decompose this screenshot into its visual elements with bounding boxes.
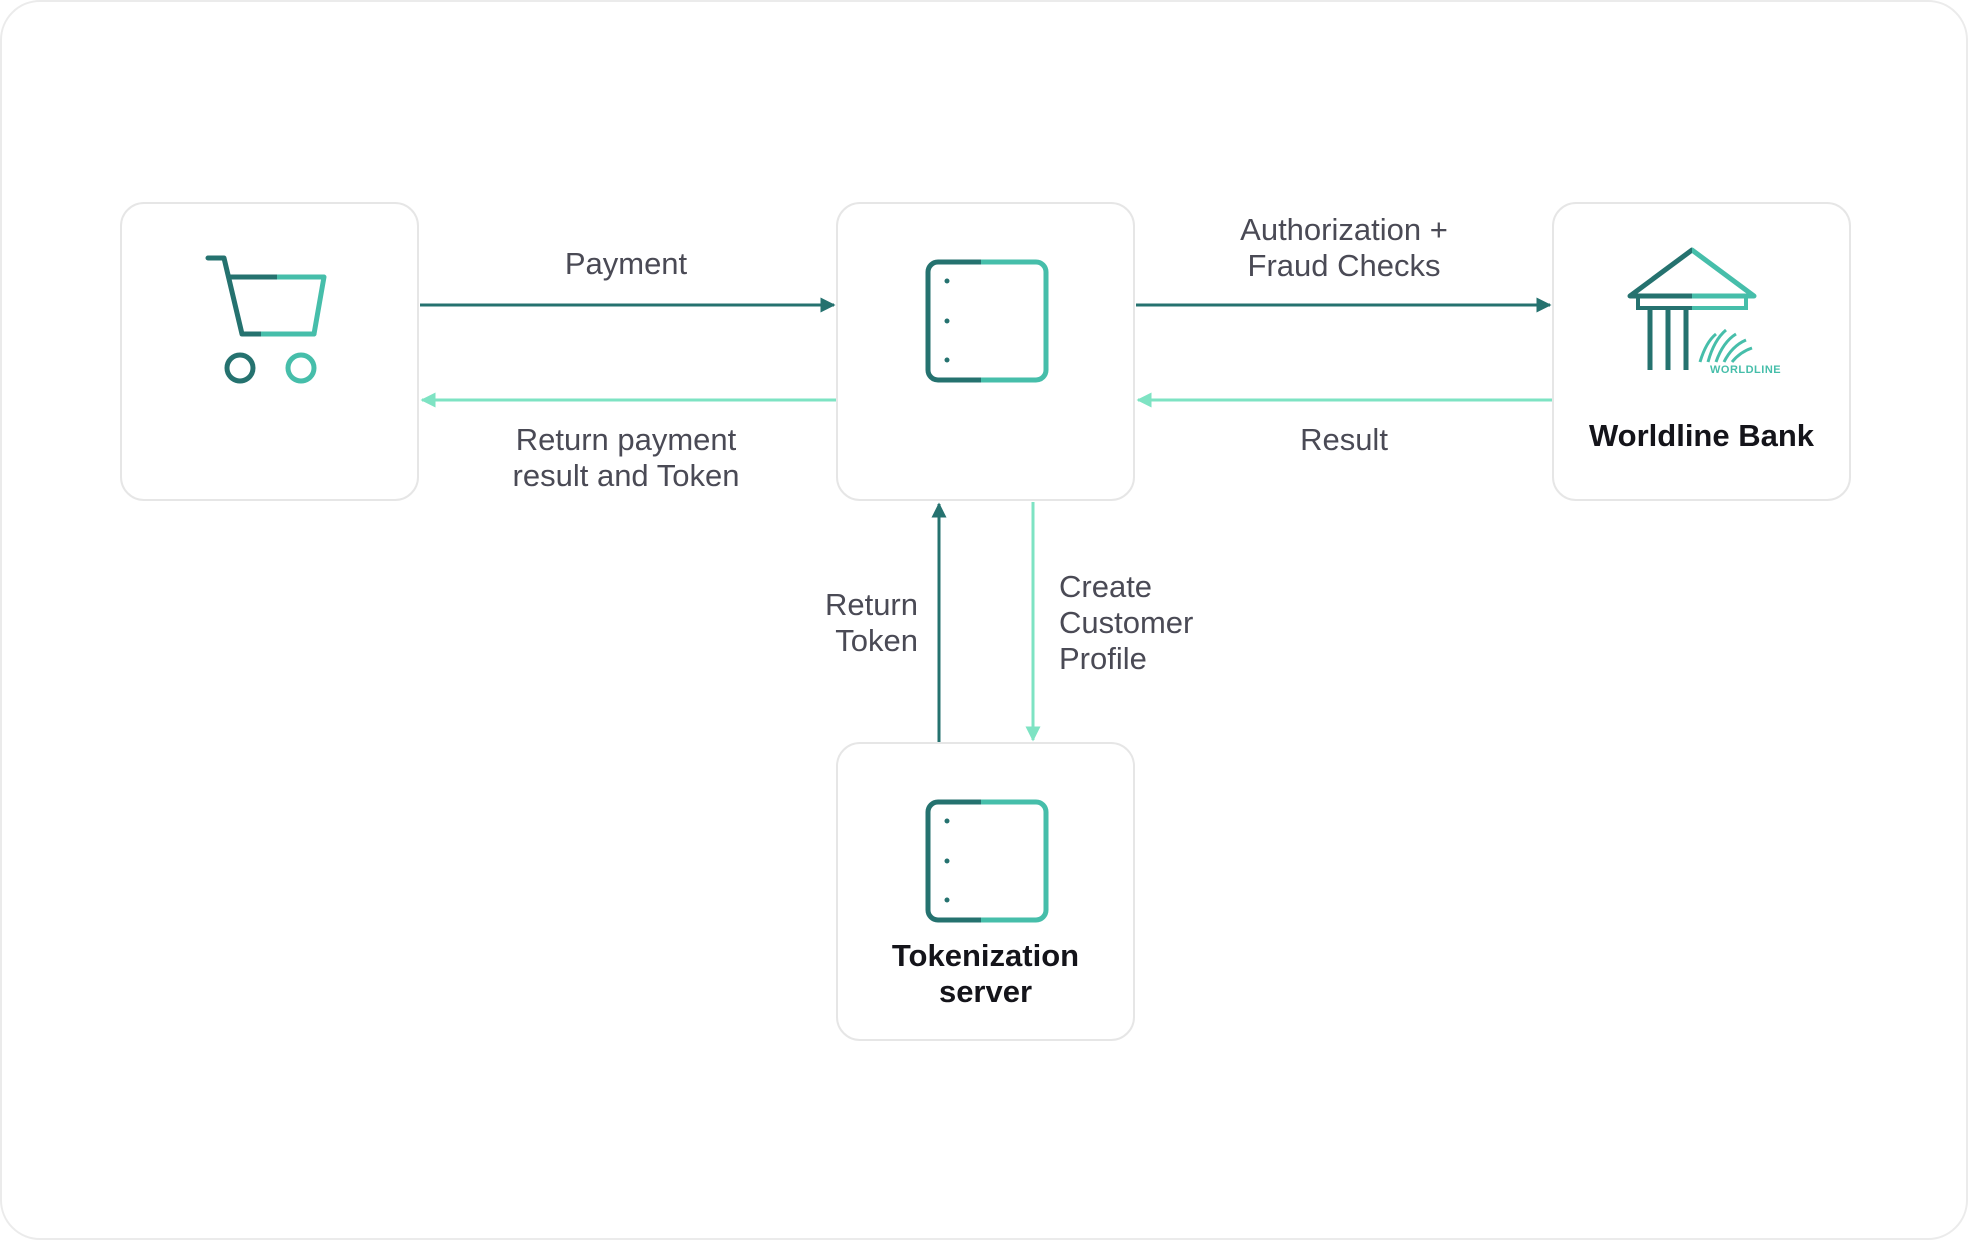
return-token-label-line-2: Token (835, 623, 918, 658)
return-token-label: Return Token (718, 587, 918, 659)
payment-label: Payment (564, 246, 688, 281)
result-label: Result (1300, 422, 1388, 457)
return-result-label-line-2: result and Token (512, 458, 740, 493)
shopping-cart-icon (205, 255, 327, 384)
tokenization-title-line-2: server (938, 974, 1033, 1009)
bank-title: Worldline Bank (1588, 418, 1815, 453)
tokenization-title: Tokenization server (838, 938, 1133, 1010)
create-profile-label: Create Customer Profile (1059, 569, 1279, 677)
return-token-label-line-1: Return (824, 587, 918, 622)
authorization-label-line-2: Fraud Checks (1247, 248, 1441, 283)
return-result-label-line-1: Return payment (515, 422, 737, 457)
shop-node (120, 202, 419, 501)
create-profile-label-line-2: Customer (1059, 605, 1194, 640)
server-stack-icon (925, 799, 1049, 923)
create-profile-label-line-3: Profile (1059, 641, 1147, 676)
bank-node: WORLDLINE Worldline Bank (1552, 202, 1851, 501)
return-result-label: Return payment result and Token (476, 422, 776, 494)
tokenization-title-line-1: Tokenization (891, 938, 1080, 973)
bank-building-icon (1626, 247, 1757, 375)
authorization-label: Authorization + Fraud Checks (1194, 212, 1494, 284)
tokenization-node: Tokenization server (836, 742, 1135, 1041)
worldline-logo-text: WORLDLINE (1710, 364, 1782, 376)
create-profile-label-line-1: Create (1059, 569, 1153, 604)
gateway-node (836, 202, 1135, 501)
authorization-label-line-1: Authorization + (1240, 212, 1448, 247)
server-stack-icon (925, 259, 1049, 383)
